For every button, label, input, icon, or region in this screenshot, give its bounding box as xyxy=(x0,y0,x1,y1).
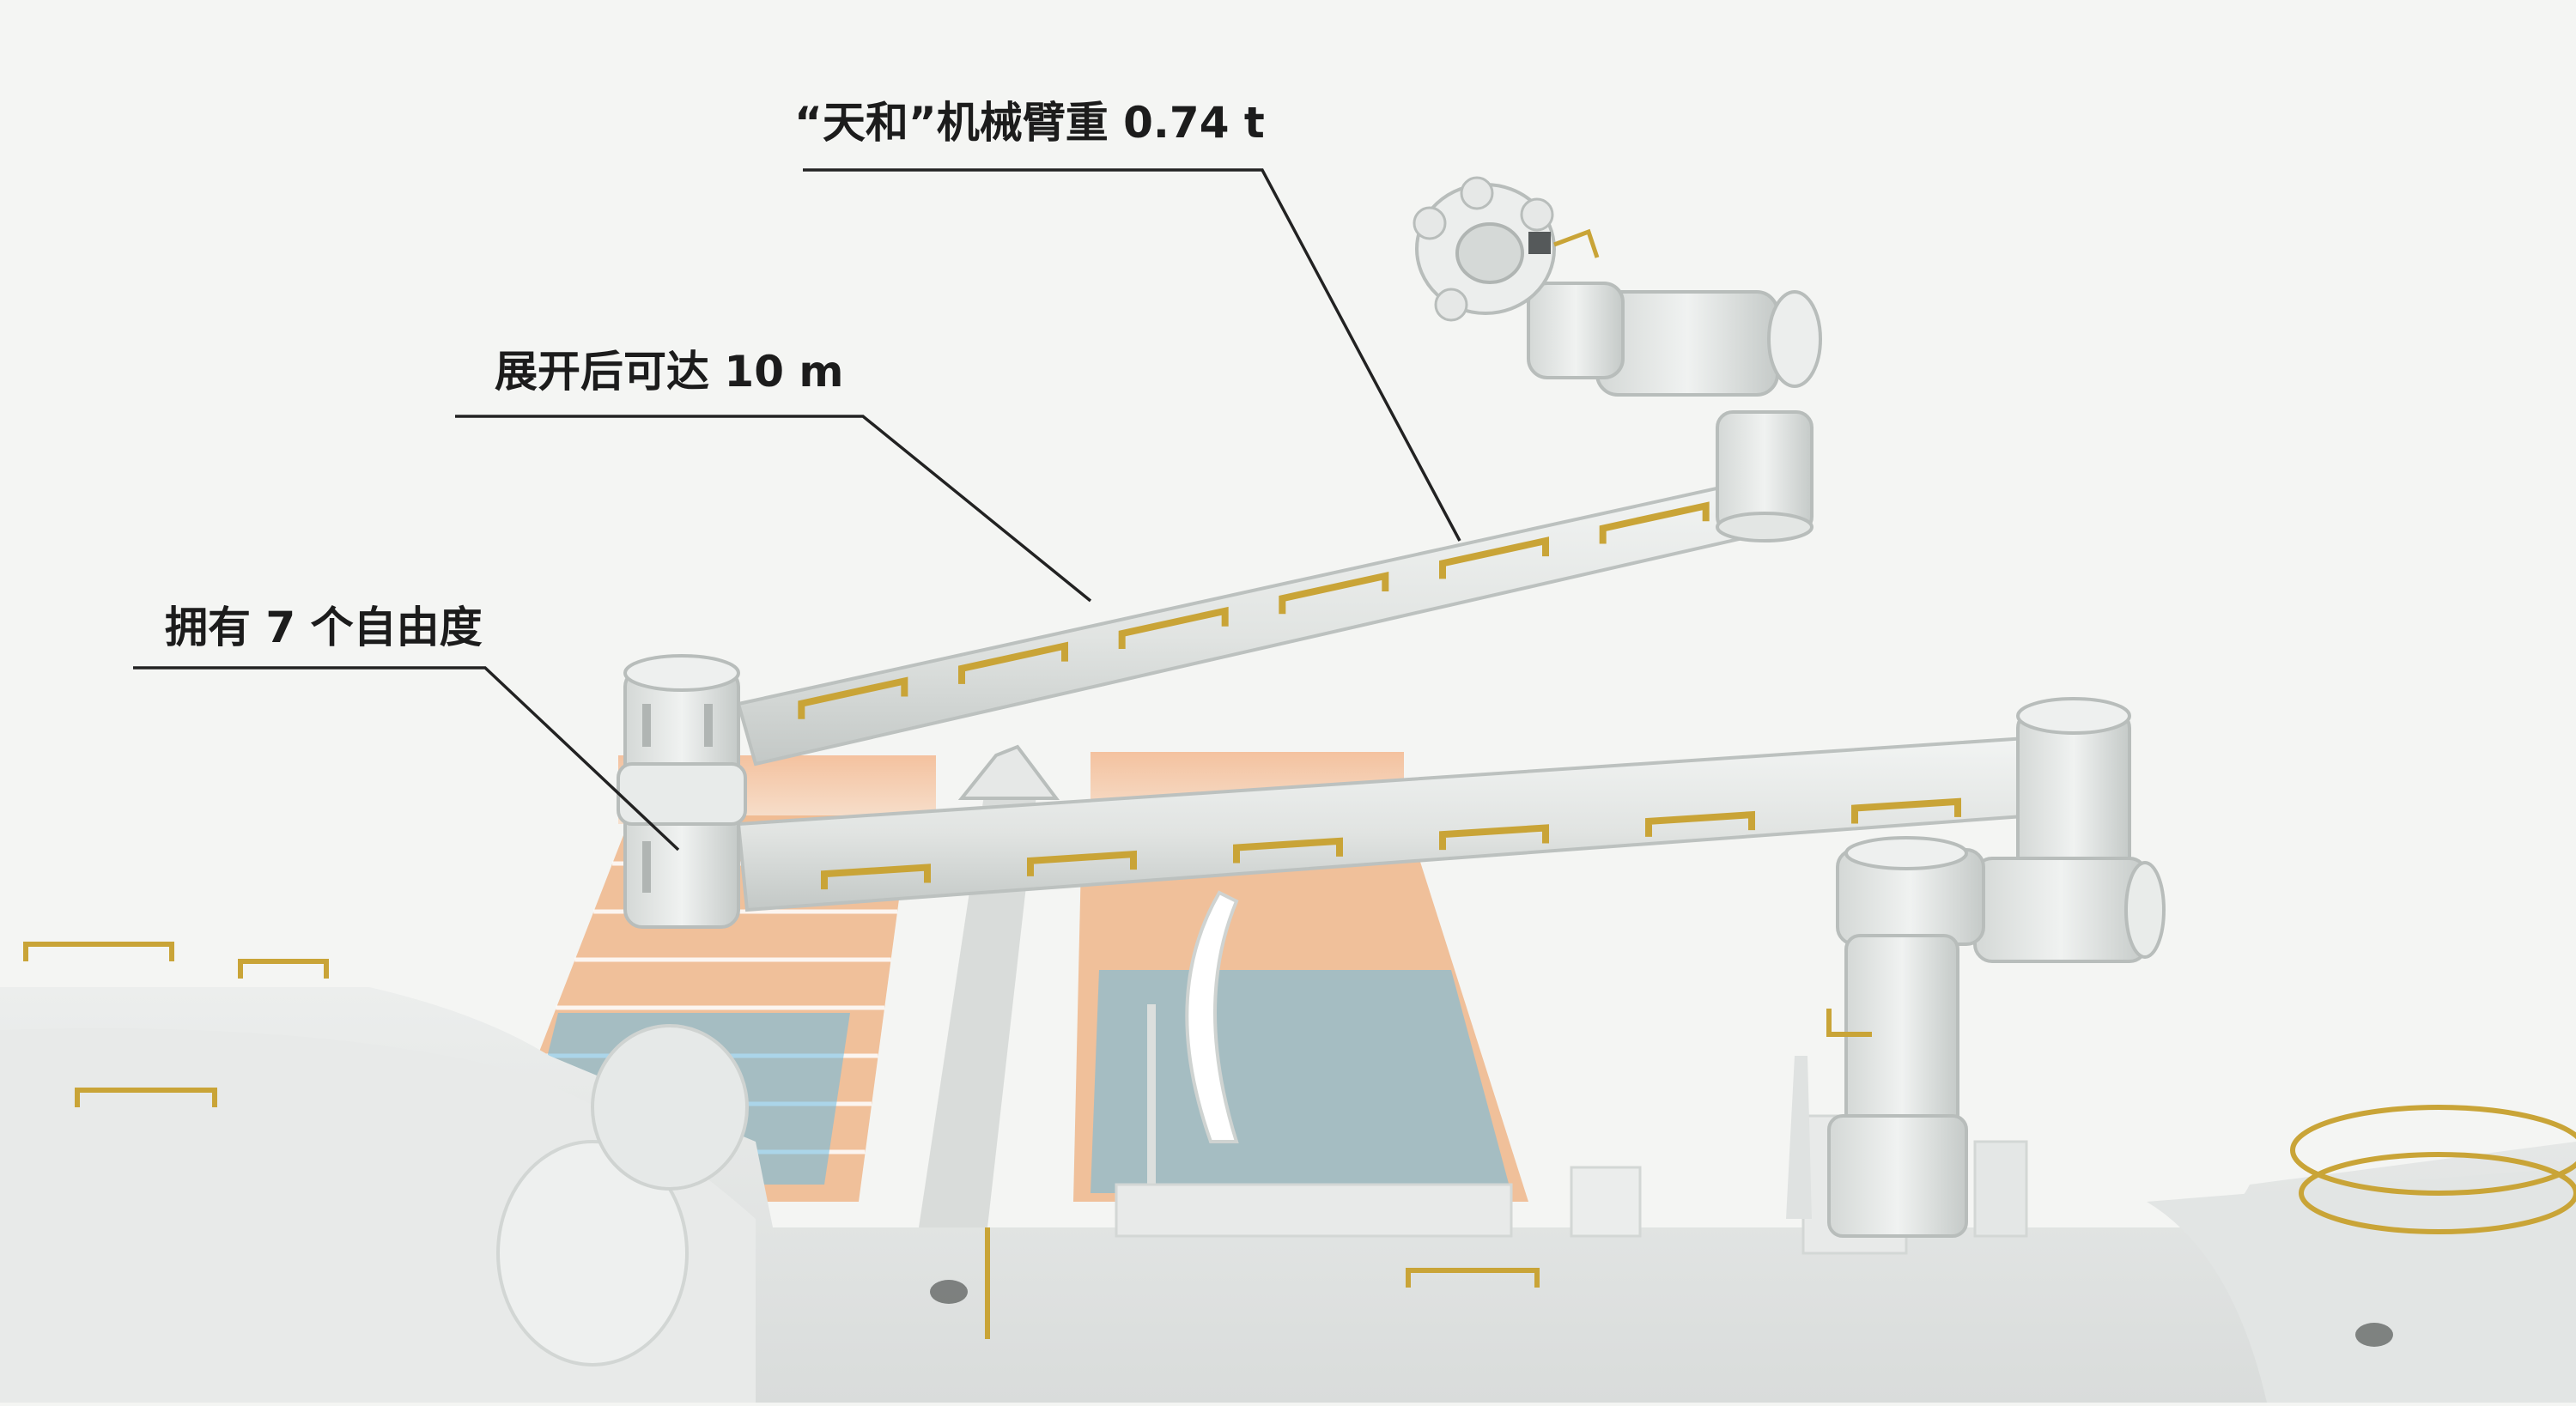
boom-handrail xyxy=(821,864,931,890)
callout-reach: 展开后可达 10 m xyxy=(495,347,844,397)
boom-handrail xyxy=(1439,536,1549,579)
arm-shoulder-joint xyxy=(1826,697,2166,1238)
arm-wrist-joint xyxy=(1527,282,1822,542)
boom-handrail xyxy=(1233,837,1343,864)
leader-line-weight xyxy=(803,168,1461,542)
boom-handrail xyxy=(1851,797,1961,824)
boom-handrail xyxy=(1645,810,1755,837)
tianhe-robotic-arm xyxy=(617,176,2166,1238)
boom-handrail xyxy=(1279,571,1389,615)
leader-line-dof xyxy=(133,666,680,851)
handrail-ring xyxy=(2290,1105,2576,1234)
body-handrails xyxy=(23,942,1540,1339)
callout-weight: “天和”机械臂重 0.74 t xyxy=(794,98,1265,148)
station-dome xyxy=(496,1140,689,1367)
boom-handrail xyxy=(958,641,1068,684)
arm-boom-upper xyxy=(736,478,1771,767)
boom-handrail xyxy=(1027,850,1137,876)
boom-handrail xyxy=(1118,606,1229,650)
arm-elbow-joint xyxy=(617,654,747,929)
arm-end-effector xyxy=(1413,176,1600,322)
boom-handrail xyxy=(1599,501,1710,544)
station-module-body xyxy=(0,942,2576,1403)
antenna-dish xyxy=(1147,890,1239,1210)
leader-lines xyxy=(133,168,1461,851)
boom-handrail xyxy=(798,676,908,719)
callout-degrees-of-freedom: 拥有 7 个自由度 xyxy=(165,603,483,652)
boom-handrail xyxy=(1439,824,1549,851)
leader-line-reach xyxy=(455,415,1092,603)
